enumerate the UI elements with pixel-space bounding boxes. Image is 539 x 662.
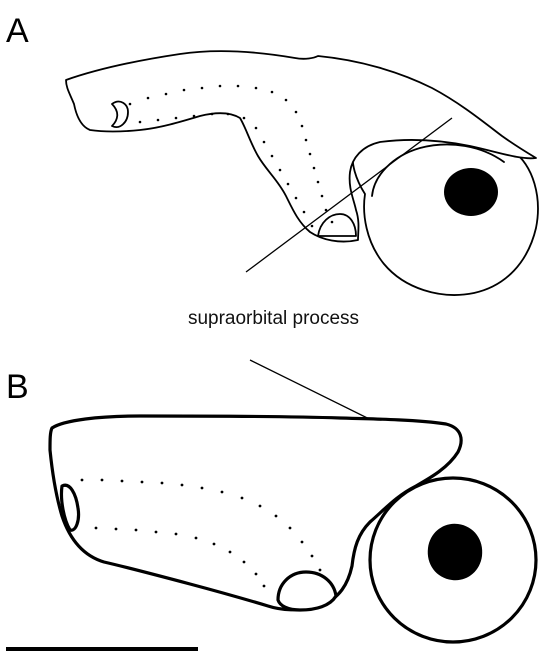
canal-dot [183,89,186,92]
canal-dot [255,573,258,576]
canal-dot [161,482,164,485]
canal-dot [303,211,306,214]
canal-dot [301,541,304,544]
canal-dot [201,87,204,90]
panel-label-a: A [6,14,29,48]
panel-b-drawing [50,360,536,642]
canal-dot [263,585,266,588]
canal-dot [271,91,274,94]
canal-dot [255,87,258,90]
canal-dot [195,537,198,540]
canal-dot [263,141,266,144]
canal-dot [193,115,196,118]
canal-dot [115,528,118,531]
canal-dot [287,183,290,186]
canal-dot [211,113,214,116]
canal-dot [147,97,150,100]
canal-dot [165,93,168,96]
panel-a-drawing [66,51,538,295]
canal-dot [243,117,246,120]
canal-dot [139,121,142,124]
canal-dot [311,225,314,228]
canal-dot [259,505,262,508]
canal-dot [141,481,144,484]
canal-dot [175,533,178,536]
canal-dot [237,85,240,88]
canal-dot [157,119,160,122]
canal-dot [279,169,282,172]
canal-dot [227,113,230,116]
canal-dot [317,181,320,184]
canal-dot [181,484,184,487]
canal-dot [95,527,98,530]
canal-dot [289,527,292,530]
canal-dot [305,139,308,142]
canal-dot [175,117,178,120]
canal-dot [221,491,224,494]
canal-dot [311,555,314,558]
panel-label-b: B [6,370,29,404]
canal-dot [219,85,222,88]
canal-dot [319,569,322,572]
canal-dot [243,561,246,564]
eye-a-pupil [444,168,498,216]
canal-dot [285,99,288,102]
canal-dot [313,167,316,170]
canal-dot [101,479,104,482]
eye-b-pupil [428,524,483,581]
canal-dot [295,197,298,200]
canal-dot [81,479,84,482]
canal-dot [121,480,124,483]
bone-b-foramen [278,572,336,610]
canal-dot [155,531,158,534]
canal-dot [301,125,304,128]
canal-dot [201,487,204,490]
canal-dot [271,155,274,158]
canal-dot [129,103,132,106]
canal-dot [213,543,216,546]
canal-dot [295,111,298,114]
canal-dot [229,551,232,554]
canal-dot [321,195,324,198]
canal-dot [275,515,278,518]
canal-dot [255,127,258,130]
eye-b [370,478,536,642]
canal-dot [241,497,244,500]
canal-dot [309,153,312,156]
canal-dot [135,529,138,532]
canal-dot [331,221,334,224]
supraorbital-process-label: supraorbital process [0,308,539,330]
